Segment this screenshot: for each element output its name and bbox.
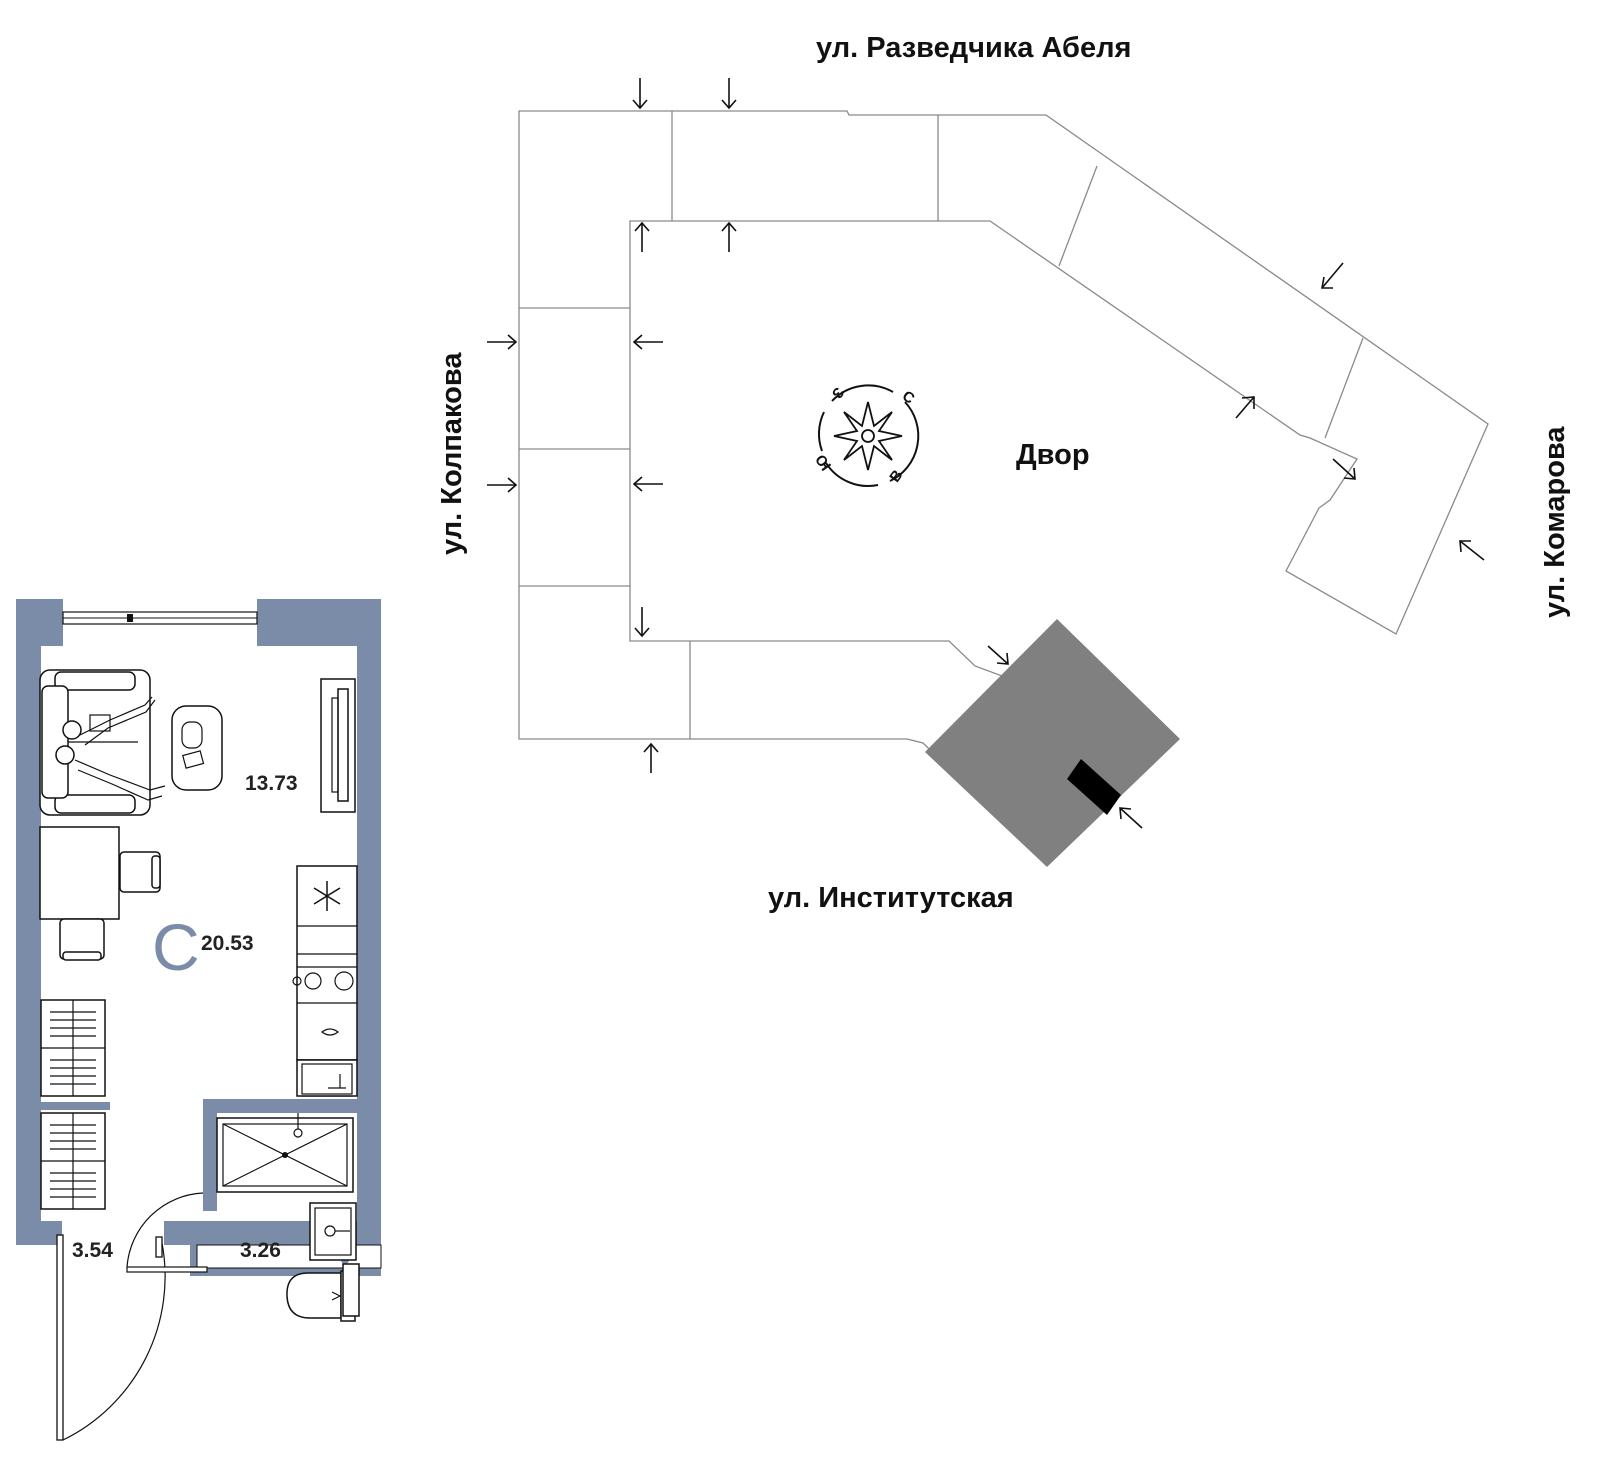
street-west-label: ул. Колпакова [436,352,468,555]
room-area-bathroom: 3.26 [240,1239,281,1262]
entrance-arrow [721,78,737,110]
street-north-label: ул. Разведчика Абеля [816,32,1131,64]
window [62,611,258,625]
entrance-arrow [634,607,650,638]
selected-entrance-marker [1067,759,1121,815]
dining-table-icon [39,826,161,961]
bathroom-sink-icon [309,1202,357,1261]
entrance-arrow [1119,807,1143,829]
fridge-snowflake-icon [313,881,341,911]
walls [16,599,381,1276]
floor-plan: 13.73 20.53 3.54 3.26 С [16,599,382,1441]
tv-unit-icon [320,678,356,813]
entrance-arrow [634,221,650,252]
entrance-arrows [487,78,1485,829]
sofa-icon [39,669,166,816]
entrance-arrow [643,742,659,773]
entrance-arrow [487,477,518,493]
entrance-arrow [721,221,737,252]
entrance-arrow [1321,262,1344,289]
apartment-type-label: С [152,910,200,984]
street-south-label: ул. Институтская [768,882,1014,914]
entry-door [56,1234,166,1441]
compass-north: С [899,388,918,408]
entrance-arrow [632,476,663,492]
wardrobe-icon [40,999,106,1097]
entrance-arrow [1235,396,1255,419]
room-area-hallway: 3.54 [72,1239,113,1262]
compass-west: З [828,384,847,401]
dishwasher-drop-icon [320,1028,340,1036]
bathroom-door [126,1192,208,1273]
entrance-arrow [487,334,518,350]
street-east-label: ул. Комарова [1539,426,1571,618]
section-dividers [519,111,1364,739]
entrance-arrow [1332,458,1356,480]
total-area: 20.53 [201,932,254,955]
selected-section [925,619,1180,867]
compass-rose: С В Ю З [812,384,920,487]
site-plan: С В Ю З ул. Разведчика Абеля Двор ул. Ин… [436,32,1571,914]
courtyard-label: Двор [1016,439,1090,471]
entrance-arrow [632,78,648,110]
stove-burner-icon [334,971,354,991]
bathroom-cabinet [342,1263,360,1317]
compass-star-icon [833,401,903,471]
room-area-living: 13.73 [245,772,298,795]
entrance-arrow [1459,540,1485,561]
stove-burner-icon [304,972,322,990]
wardrobe-icon [40,1112,106,1210]
coffee-table-icon [171,705,223,791]
compass-east: В [886,467,906,486]
entrance-arrow [987,645,1009,665]
shower-icon [216,1113,354,1193]
entrance-arrow [632,334,663,350]
kitchen [292,865,358,1097]
